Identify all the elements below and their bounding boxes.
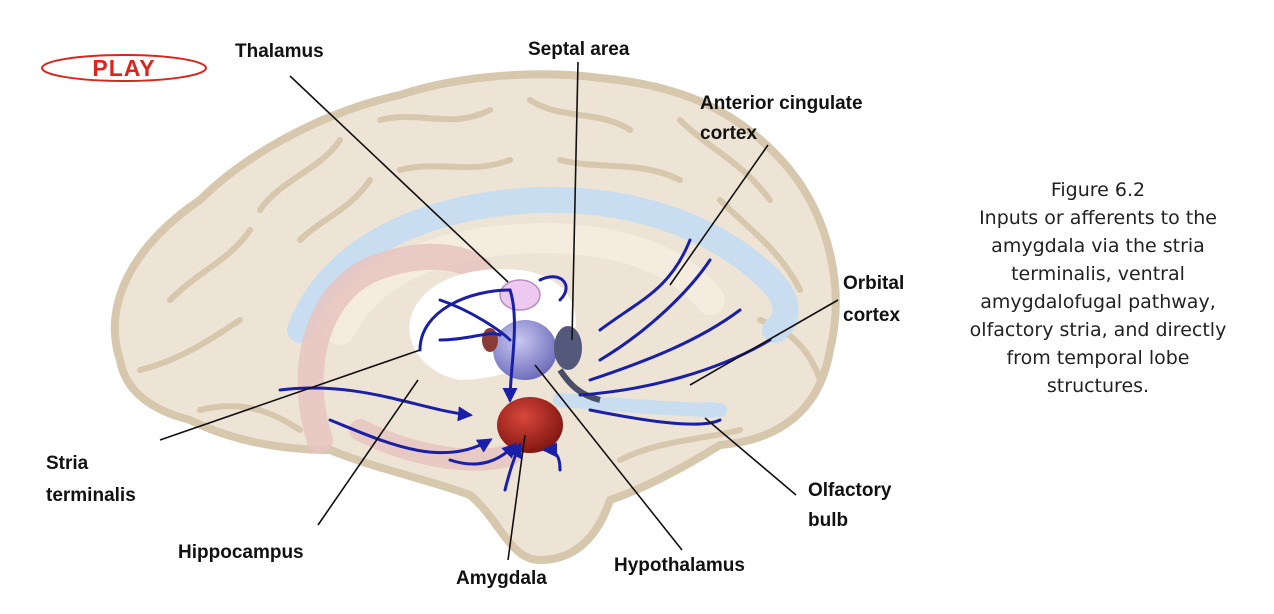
caption-line: olfactory stria, and directly [969, 319, 1227, 341]
label-thalamus: Thalamus [235, 41, 324, 62]
label-pointer-lines [159, 61, 839, 561]
caption-line: terminalis, ventral [1011, 263, 1185, 285]
play-button[interactable]: PLAY [40, 53, 208, 83]
label-olfactory-1: Olfactory [808, 480, 892, 501]
label-amygdala: Amygdala [456, 568, 547, 589]
brain-gyri [137, 97, 823, 463]
label-anterior-cingulate-1: Anterior cingulate [700, 93, 863, 114]
olfactory-bulb-shape [695, 402, 725, 418]
play-button-label: PLAY [92, 55, 156, 81]
corpus-callosum [325, 222, 725, 345]
olfactory-stalk [557, 368, 601, 403]
cingulate-band [287, 186, 799, 343]
label-olfactory-2: bulb [808, 510, 849, 531]
label-stria-1: Stria [46, 453, 89, 474]
label-hippocampus: Hippocampus [178, 542, 304, 563]
mammillary-shape [482, 328, 498, 352]
caption-line: Figure 6.2 [1050, 179, 1146, 201]
label-anterior-cingulate-2: cortex [700, 123, 758, 144]
label-hypothalamus: Hypothalamus [614, 555, 745, 576]
caption-line: structures. [1046, 375, 1150, 397]
caption-line: Inputs or afferents to the [979, 207, 1217, 229]
caption-line: from temporal lobe [1006, 347, 1190, 369]
caption-line: amygdala via the stria [991, 235, 1205, 257]
label-orbital-1: Orbital [843, 273, 905, 294]
label-stria-2: terminalis [46, 485, 136, 506]
play-button-outline [41, 54, 207, 82]
caption-line: amygdalofugal pathway, [980, 291, 1216, 313]
amygdala-shape [497, 397, 563, 453]
label-septal-area: Septal area [528, 39, 630, 60]
septal-shape [554, 326, 582, 370]
hypothalamus-shape [493, 320, 557, 380]
figure-caption: Figure 6.2 Inputs or afferents to the am… [938, 176, 1258, 400]
label-orbital-2: cortex [843, 305, 901, 326]
thalamus-shape [499, 279, 541, 311]
